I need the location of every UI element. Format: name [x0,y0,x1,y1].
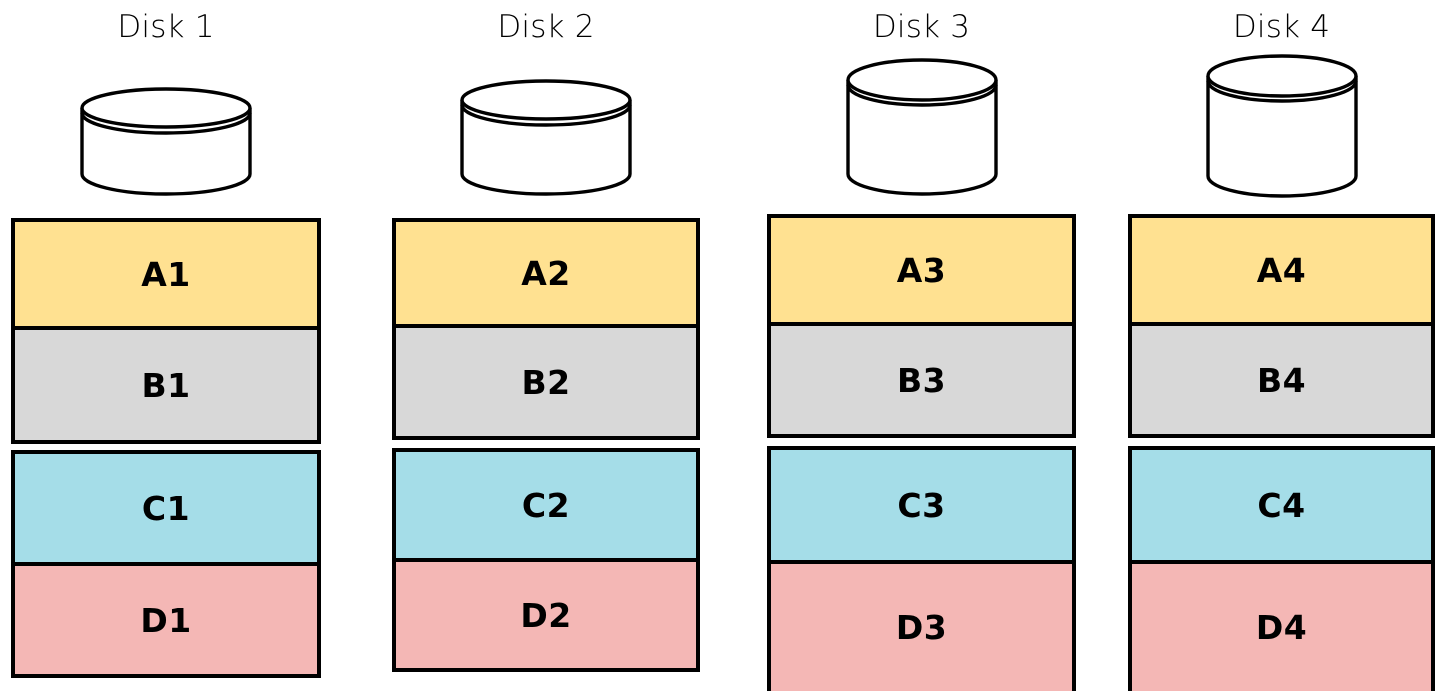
block-c1[interactable]: C1 [15,454,317,562]
block-label: C2 [521,485,571,525]
block-b4[interactable]: B4 [1132,322,1431,434]
disk-cylinder-icon-2 [392,78,700,196]
block-label: B1 [141,365,191,405]
disk-cylinder-icon-3 [767,56,1076,196]
block-label: D4 [1255,608,1308,647]
block-label: D1 [140,600,192,640]
block-d4[interactable]: D4 [1132,560,1431,691]
block-a4[interactable]: A4 [1132,218,1431,322]
disk-cylinder-icon-1 [11,86,321,196]
disk-column-1: Disk 1 A1 B1 C1 D1 [11,0,321,691]
block-label: A2 [521,253,571,293]
block-label: C3 [897,485,946,525]
disk-column-3: Disk 3 A3 B3 C3 D3 [767,0,1076,691]
block-label: A1 [141,254,191,294]
block-a2[interactable]: A2 [396,222,696,324]
block-b3[interactable]: B3 [771,322,1072,434]
block-label: A3 [896,250,947,290]
disk-4-group-cd: C4 D4 [1128,446,1435,691]
disk-3-group-ab: A3 B3 [767,214,1076,438]
block-c3[interactable]: C3 [771,450,1072,560]
block-a1[interactable]: A1 [15,222,317,326]
disk-1-group-ab: A1 B1 [11,218,321,444]
block-label: D3 [895,608,948,647]
block-label: C1 [141,488,191,528]
block-label: B4 [1256,360,1307,400]
block-label: A4 [1256,250,1307,290]
block-b2[interactable]: B2 [396,324,696,436]
disk-title-3: Disk 3 [872,9,971,45]
disk-column-2: Disk 2 A2 B2 C2 D2 [392,0,700,691]
block-a3[interactable]: A3 [771,218,1072,322]
disk-title-2: Disk 2 [497,9,595,45]
disk-2-group-ab: A2 B2 [392,218,700,440]
disk-3-group-cd: C3 D3 [767,446,1076,691]
block-c2[interactable]: C2 [396,452,696,558]
disk-2-group-cd: C2 D2 [392,448,700,672]
block-label: B3 [896,360,947,400]
block-c4[interactable]: C4 [1132,450,1431,560]
block-label: D2 [520,595,572,635]
disk-1-group-cd: C1 D1 [11,450,321,678]
disk-title-4: Disk 4 [1232,9,1331,45]
disk-4-group-ab: A4 B4 [1128,214,1435,438]
block-d3[interactable]: D3 [771,560,1072,691]
block-d1[interactable]: D1 [15,562,317,674]
block-d2[interactable]: D2 [396,558,696,668]
block-label: B2 [521,362,571,402]
disk-title-1: Disk 1 [117,9,215,45]
block-b1[interactable]: B1 [15,326,317,440]
disk-column-4: Disk 4 A4 B4 C4 D4 [1128,0,1435,691]
disk-cylinder-icon-4 [1128,52,1435,198]
block-label: C4 [1257,485,1306,525]
